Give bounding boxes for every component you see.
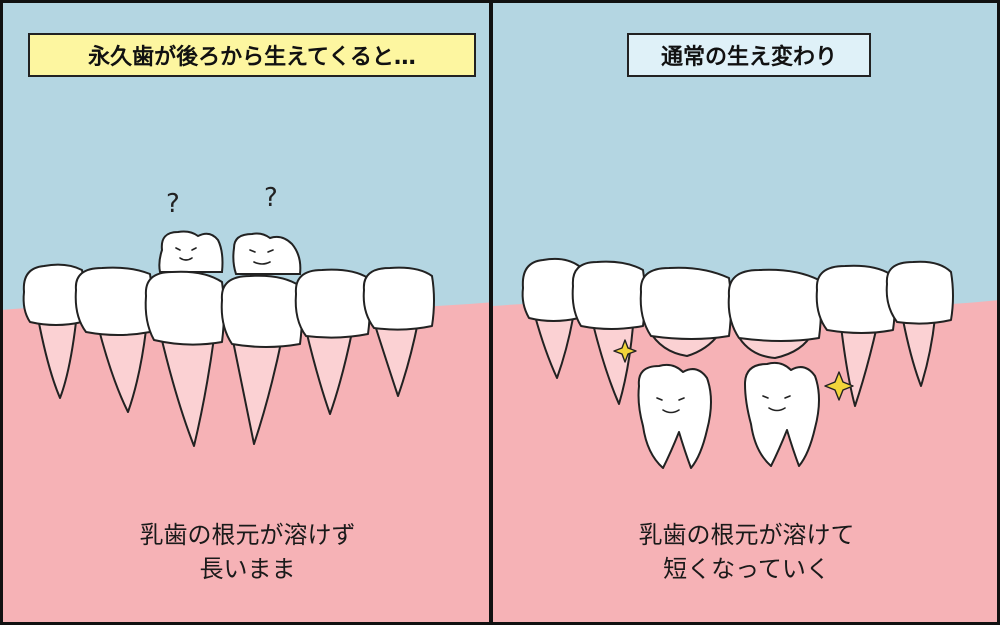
permanent-teeth <box>637 361 820 469</box>
permanent-teeth-back <box>158 230 302 275</box>
left-panel: ? ? 永久歯が後ろから生えてくると… 乳歯の根元が溶けず 長いまま <box>0 0 495 625</box>
right-illustration <box>493 0 1000 625</box>
question-mark-1: ? <box>166 189 180 219</box>
sparkle-icon <box>613 339 637 363</box>
root-6 <box>373 321 419 397</box>
crown-4 <box>220 274 303 348</box>
sparkles <box>613 339 854 401</box>
crown-3 <box>144 270 225 346</box>
left-caption-line-2: 長いまま <box>199 555 296 583</box>
crown-3 <box>639 266 732 340</box>
question-mark-2: ? <box>264 183 278 213</box>
root-5 <box>305 329 353 415</box>
right-title: 通常の生え変わり <box>660 45 837 70</box>
right-panel: 通常の生え変わり 乳歯の根元が溶けて 短くなっていく <box>493 0 1000 625</box>
crown-5 <box>815 264 896 334</box>
crown-2 <box>74 266 153 336</box>
long-roots <box>37 317 419 447</box>
root-3 <box>159 331 215 447</box>
root-2 <box>97 325 147 413</box>
left-title: 永久歯が後ろから生えてくると… <box>88 45 416 70</box>
root-4 <box>231 335 283 445</box>
permanent-tooth-1 <box>158 230 224 273</box>
right-title-box: 通常の生え変わり <box>627 33 871 77</box>
baby-teeth-crowns <box>22 263 435 348</box>
tooth-faces <box>175 247 274 265</box>
sparkle-icon <box>824 371 854 401</box>
crown-4 <box>727 268 822 342</box>
baby-teeth-crowns <box>521 257 954 342</box>
right-caption-line-1: 乳歯の根元が溶けて <box>638 521 855 549</box>
panel-divider <box>489 0 493 625</box>
root-1 <box>534 315 574 379</box>
permanent-tooth-2 <box>232 232 302 275</box>
root-6 <box>902 317 936 387</box>
left-caption-line-1: 乳歯の根元が溶けず <box>139 521 356 549</box>
crown-6 <box>362 266 435 331</box>
root-5 <box>840 325 878 407</box>
permanent-tooth-2 <box>744 361 820 467</box>
right-caption-line-2: 短くなっていく <box>663 555 830 583</box>
crown-2 <box>571 260 646 330</box>
left-title-box: 永久歯が後ろから生えてくると… <box>28 33 476 77</box>
permanent-tooth-1 <box>637 363 712 469</box>
crown-6 <box>885 260 954 325</box>
crown-5 <box>294 268 371 339</box>
tooth-faces <box>656 395 791 414</box>
root-1 <box>37 317 77 399</box>
